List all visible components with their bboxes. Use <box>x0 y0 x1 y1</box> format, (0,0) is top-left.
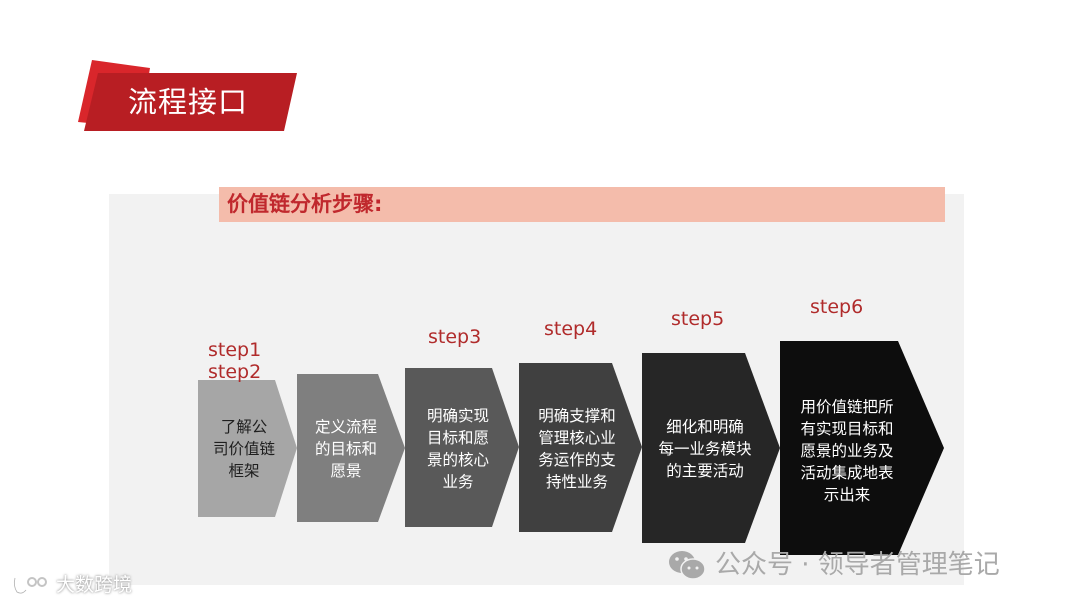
brand-watermark: 大数跨境 <box>12 572 132 598</box>
section-heading: 价值链分析步骤: <box>227 192 383 216</box>
step-arrow-5 <box>642 353 780 543</box>
step-text-2: 定义流程 的目标和 愿景 <box>314 418 377 480</box>
step-arrow-6 <box>780 341 944 555</box>
banner-front <box>84 73 297 131</box>
step-text-1: 了解公 司价值链 框架 <box>212 418 275 480</box>
watermark: 公众号 · 领导者管理笔记 <box>667 548 1000 582</box>
step-text-4: 明确支撑和 管理核心业 务运作的支 持性业务 <box>538 407 616 491</box>
title-banner <box>78 60 297 131</box>
step-text-3: 明确实现 目标和愿 景的核心 业务 <box>426 407 489 491</box>
step-label-3: step3 <box>428 326 482 348</box>
step1-label: step1 <box>208 339 262 361</box>
kooo-logo-icon <box>13 577 47 595</box>
step-arrow-1 <box>198 380 297 517</box>
section-heading-bar: 价值链分析步骤: <box>219 187 945 222</box>
step2-label: step2 <box>208 361 262 383</box>
step-text-5: 细化和明确 每一业务模块 的主要活动 <box>658 418 752 480</box>
step-arrow-2 <box>297 374 405 522</box>
step-label-6: step6 <box>810 296 864 318</box>
step-arrow-3 <box>405 368 519 527</box>
step-label-4: step4 <box>544 318 598 340</box>
step-label-1: step1 step2 <box>208 339 261 383</box>
page-title: 流程接口 <box>128 85 249 119</box>
step-arrow-4 <box>519 363 642 532</box>
step-text-6: 用价值链把所 有实现目标和 愿景的业务及 活动集成地表 示出来 <box>800 398 894 504</box>
wechat-icon <box>669 551 706 580</box>
brand-text: 大数跨境 <box>56 574 133 596</box>
watermark-text: 公众号 · 领导者管理笔记 <box>715 550 1000 580</box>
step-label-5: step5 <box>671 308 725 330</box>
